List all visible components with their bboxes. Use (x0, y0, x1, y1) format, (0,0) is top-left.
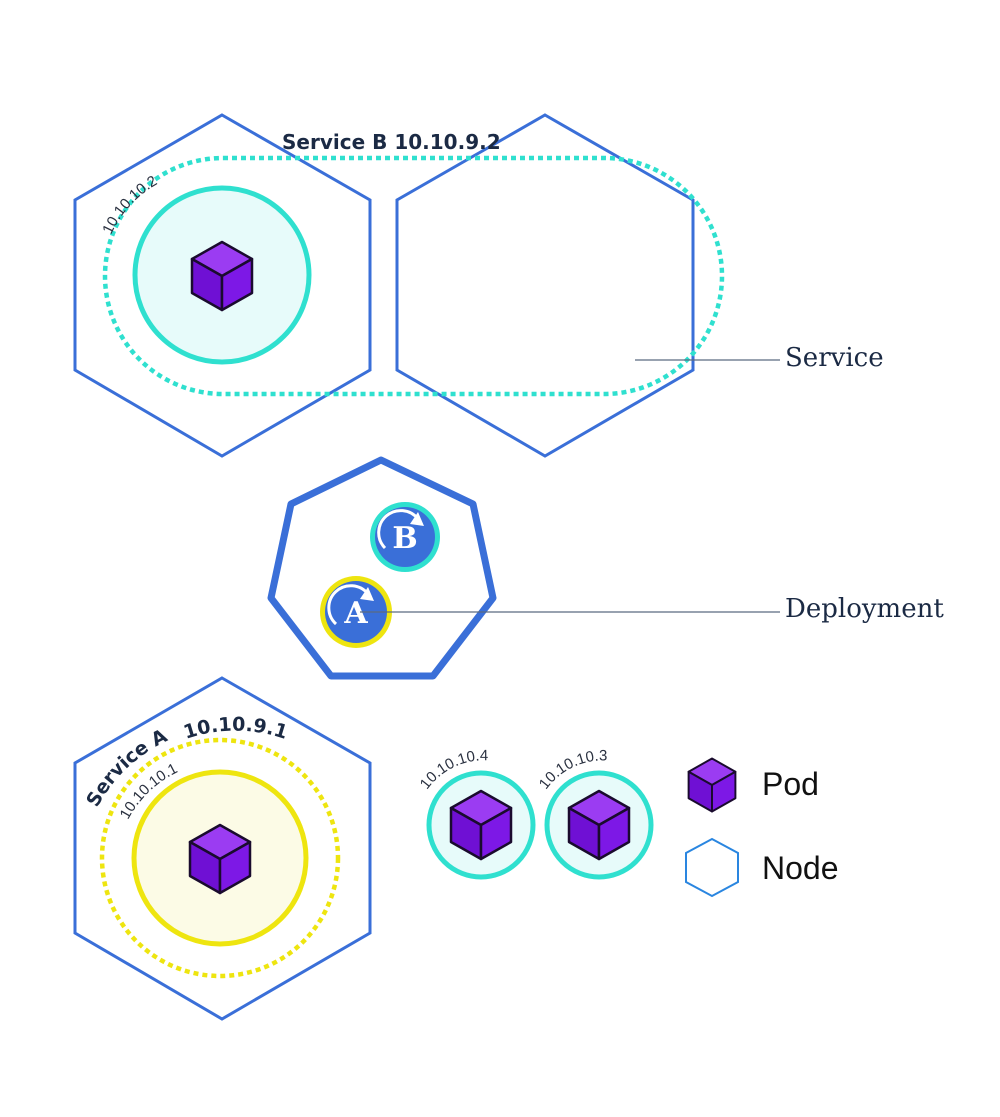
service-b-boundary (102, 155, 725, 397)
deployment-badge-b: B (370, 502, 440, 572)
node-hexagon-top-right (395, 113, 695, 458)
svg-text:A: A (343, 596, 368, 631)
rotate-arrow-icon (410, 512, 424, 526)
legend: Pod Node (685, 757, 839, 898)
service-a-boundary (99, 737, 341, 979)
node-hexagon-bottom (73, 676, 372, 1021)
cube-icon (687, 757, 737, 813)
legend-node-label: Node (762, 850, 839, 886)
deployment-callout-label: Deployment (785, 594, 944, 624)
deployment-badge-a: A (320, 576, 392, 648)
legend-pod-label: Pod (762, 766, 819, 802)
rotate-arrow-icon (360, 587, 374, 601)
service-callout-label: Service (785, 343, 884, 373)
service-b-label: Service B 10.10.9.2 (282, 130, 501, 154)
node-hexagon-top-left (73, 113, 372, 458)
deployment-heptagon (267, 456, 497, 680)
svg-text:B: B (392, 521, 417, 556)
hexagon-icon (685, 837, 739, 898)
